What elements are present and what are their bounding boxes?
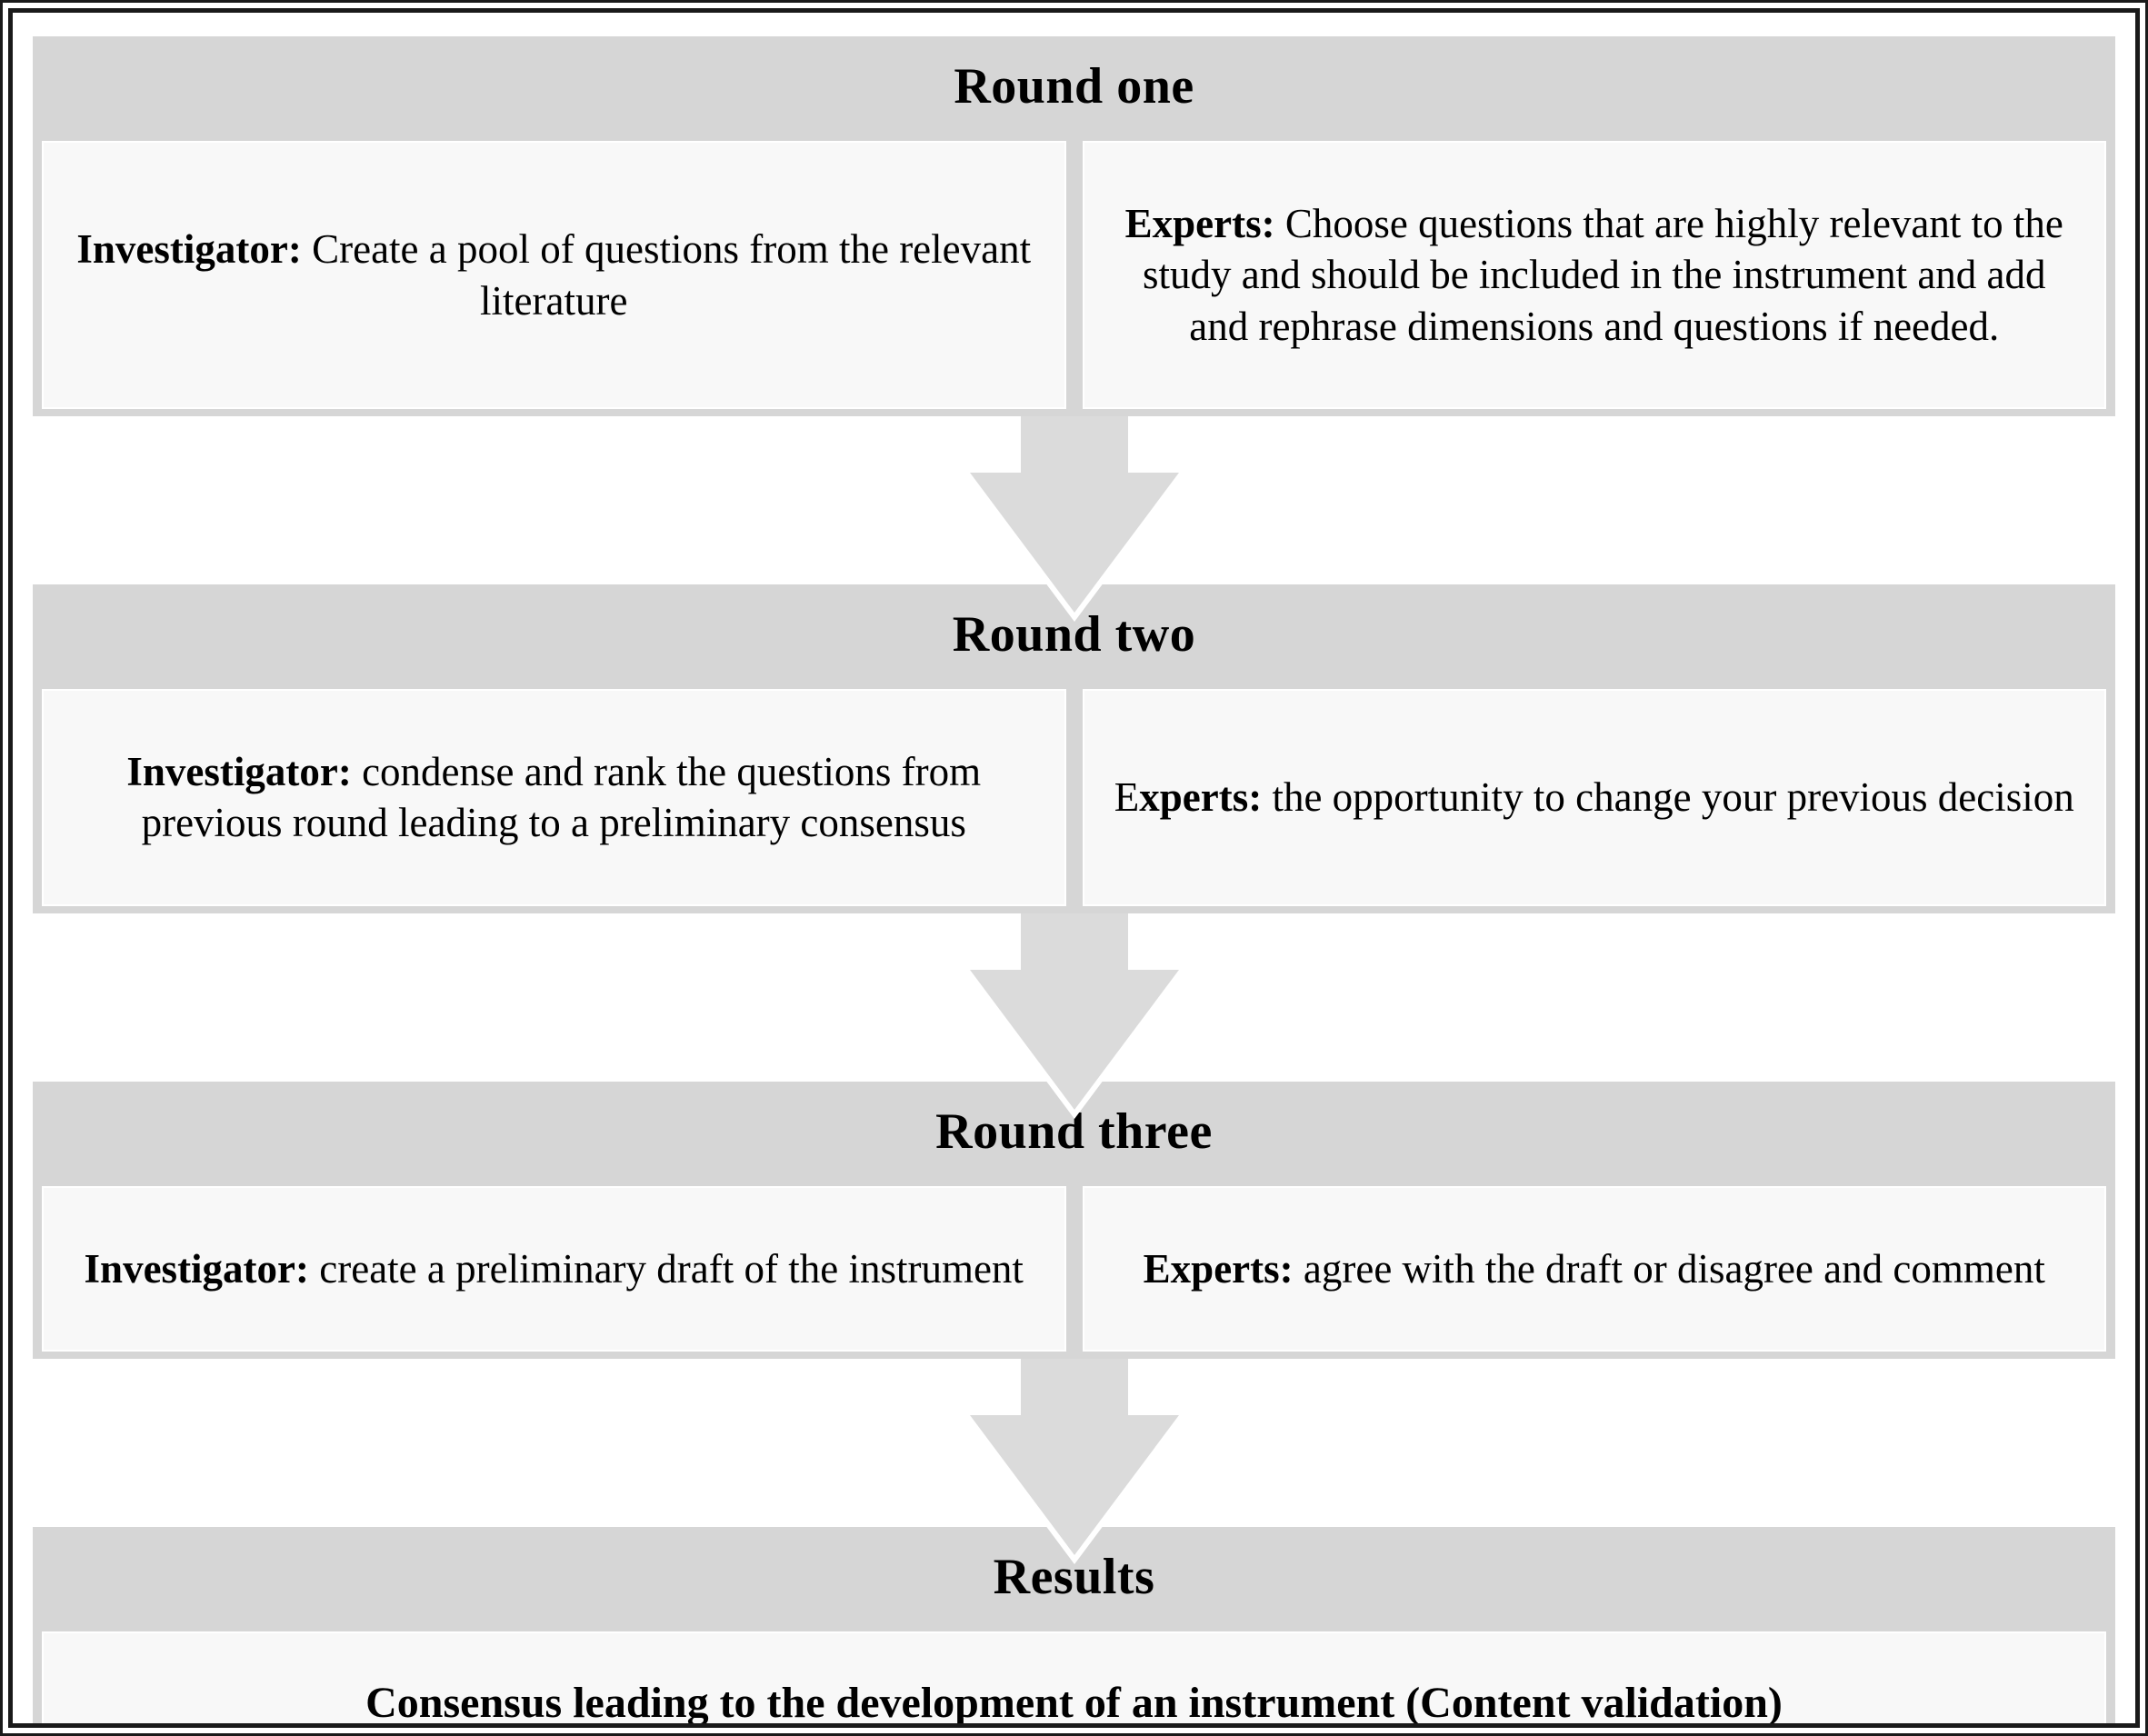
round-two-panels-row: Investigator: condense and rank the ques… [33, 691, 2115, 913]
experts-body: agree with the draft or disagree and com… [1293, 1245, 2045, 1292]
investigator-label: Investigator: [76, 226, 302, 273]
experts-text: Experts: Choose questions that are highl… [1112, 198, 2078, 352]
down-arrow-icon [959, 1359, 1189, 1565]
down-arrow-icon [959, 913, 1189, 1119]
flow-arrow-zone-2 [33, 913, 2115, 1119]
flow-content: Round one Investigator: Create a pool of… [33, 36, 2115, 1728]
investigator-label: Investigator: [126, 749, 352, 795]
experts-lead: E [1114, 774, 1140, 821]
investigator-text: Investigator: Create a pool of questions… [71, 224, 1037, 326]
round-one-experts-panel: Experts: Choose questions that are highl… [1084, 143, 2104, 407]
investigator-body: condense and rank the questions from pre… [141, 749, 982, 846]
section-round-two: Round two Investigator: condense and ran… [33, 584, 2115, 913]
experts-label: Experts: [1124, 201, 1275, 247]
section-round-three: Round three Investigator: create a preli… [33, 1081, 2115, 1360]
investigator-text: Investigator: condense and rank the ques… [71, 746, 1037, 849]
experts-body: the opportunity to change your previous … [1262, 774, 2074, 821]
round-two-investigator-panel: Investigator: condense and rank the ques… [44, 691, 1064, 904]
consensus-panel: Consensus leading to the development of … [44, 1633, 2104, 1728]
experts-label: Experts: [1143, 1245, 1294, 1292]
experts-body: Choose questions that are highly relevan… [1142, 201, 2063, 349]
investigator-text: Investigator: create a preliminary draft… [85, 1243, 1024, 1294]
investigator-body: create a preliminary draft of the instru… [309, 1245, 1024, 1292]
round-three-experts-panel: Experts: agree with the draft or disagre… [1084, 1187, 2104, 1351]
consensus-text: Consensus leading to the development of … [365, 1679, 1783, 1728]
inner-frame: Round one Investigator: Create a pool of… [8, 8, 2140, 1728]
round-two-experts-panel: Experts: the opportunity to change your … [1084, 691, 2104, 904]
down-arrow-icon [959, 415, 1189, 622]
experts-label: xperts: [1139, 774, 1263, 821]
round-three-investigator-panel: Investigator: create a preliminary draft… [44, 1187, 1064, 1351]
investigator-label: Investigator: [84, 1245, 310, 1292]
results-panel-row: Consensus leading to the development of … [33, 1633, 2115, 1728]
investigator-body: Create a pool of questions from the rele… [301, 226, 1032, 324]
round-one-investigator-panel: Investigator: Create a pool of questions… [44, 143, 1064, 407]
round-three-panels-row: Investigator: create a preliminary draft… [33, 1187, 2115, 1359]
experts-text: Experts: agree with the draft or disagre… [1144, 1243, 2045, 1294]
experts-text: Experts: the opportunity to change your … [1114, 772, 2074, 823]
flow-arrow-zone-1 [33, 415, 2115, 622]
round-one-title: Round one [954, 58, 1194, 115]
section-round-one: Round one Investigator: Create a pool of… [33, 36, 2115, 416]
flow-arrow-zone-3 [33, 1359, 2115, 1565]
round-one-panels-row: Investigator: Create a pool of questions… [33, 143, 2115, 416]
